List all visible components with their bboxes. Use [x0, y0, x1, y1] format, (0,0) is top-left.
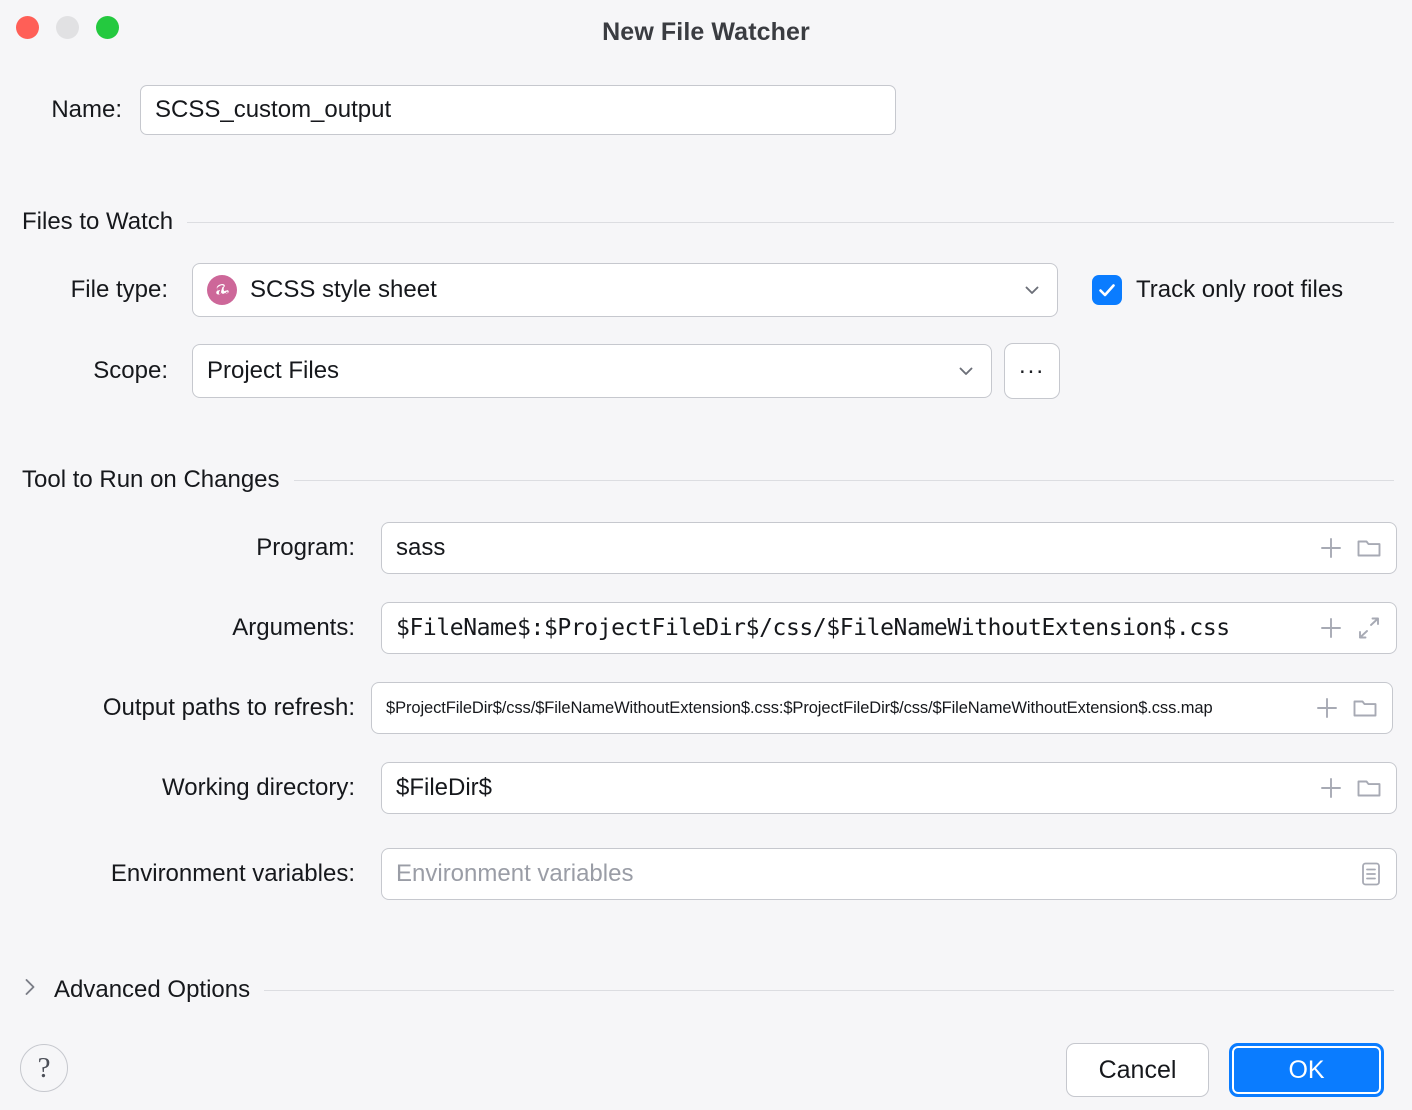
track-only-root-files-label: Track only root files [1136, 276, 1344, 303]
close-window-button[interactable] [16, 16, 39, 39]
program-row: Program: sass [0, 522, 1412, 574]
ok-button[interactable]: OK [1229, 1043, 1384, 1097]
minimize-window-button[interactable] [56, 16, 79, 39]
chevron-right-icon [22, 976, 38, 1002]
browse-folder-icon[interactable] [1352, 696, 1378, 720]
section-divider [187, 221, 1394, 223]
insert-macro-plus-icon[interactable] [1318, 775, 1344, 801]
environment-variables-row: Environment variables: Environment varia… [0, 848, 1412, 900]
name-input[interactable] [140, 85, 896, 135]
insert-macro-plus-icon[interactable] [1318, 615, 1344, 641]
files-to-watch-section-header: Files to Watch [22, 208, 1394, 236]
advanced-options-title: Advanced Options [54, 976, 251, 1003]
output-paths-value: $ProjectFileDir$/css/$FileNameWithoutExt… [386, 698, 1213, 717]
output-paths-row: Output paths to refresh: $ProjectFileDir… [0, 682, 1412, 734]
tool-to-run-title: Tool to Run on Changes [22, 466, 280, 493]
environment-variables-placeholder: Environment variables [396, 860, 634, 887]
section-divider [264, 989, 1394, 991]
arguments-label: Arguments: [232, 614, 355, 641]
program-label: Program: [256, 534, 355, 561]
scss-logo-icon [207, 275, 237, 305]
output-paths-label: Output paths to refresh: [102, 694, 355, 721]
browse-folder-icon[interactable] [1356, 776, 1382, 800]
files-to-watch-title: Files to Watch [22, 208, 174, 235]
scope-value: Project Files [207, 357, 340, 384]
program-value: sass [396, 534, 446, 561]
file-type-label: File type: [70, 276, 168, 303]
checkbox-checked-icon [1092, 275, 1122, 305]
window-controls [16, 16, 119, 39]
title-bar: New File Watcher [0, 0, 1412, 66]
working-directory-adornments [1318, 775, 1382, 801]
tool-to-run-section-header: Tool to Run on Changes [22, 466, 1394, 494]
output-paths-input[interactable]: $ProjectFileDir$/css/$FileNameWithoutExt… [371, 682, 1393, 734]
scope-browse-button[interactable]: ... [1004, 343, 1060, 399]
file-type-row: File type: SCSS style sheet Track only r… [0, 263, 1412, 317]
environment-variables-input[interactable]: Environment variables [381, 848, 1397, 900]
scope-dropdown[interactable]: Project Files [192, 344, 992, 398]
insert-macro-plus-icon[interactable] [1318, 535, 1344, 561]
arguments-value: $FileName$:$ProjectFileDir$/css/$FileNam… [396, 615, 1230, 641]
chevron-down-icon [957, 362, 975, 380]
cancel-button[interactable]: Cancel [1066, 1043, 1209, 1097]
program-adornments [1318, 535, 1382, 561]
insert-macro-plus-icon[interactable] [1314, 695, 1340, 721]
chevron-down-icon [1023, 281, 1041, 299]
expand-editor-icon[interactable] [1356, 615, 1382, 641]
arguments-input[interactable]: $FileName$:$ProjectFileDir$/css/$FileNam… [381, 602, 1397, 654]
program-input[interactable]: sass [381, 522, 1397, 574]
working-directory-input[interactable]: $FileDir$ [381, 762, 1397, 814]
advanced-options-section-header[interactable]: Advanced Options [22, 976, 1394, 1004]
dialog-buttons: Cancel OK [1066, 1043, 1384, 1097]
help-button[interactable]: ? [20, 1044, 68, 1092]
working-directory-value: $FileDir$ [396, 774, 493, 801]
working-directory-row: Working directory: $FileDir$ [0, 762, 1412, 814]
name-label: Name: [51, 96, 122, 123]
environment-variables-adornments [1360, 861, 1382, 887]
working-directory-label: Working directory: [162, 774, 355, 801]
name-row: Name: [0, 85, 1412, 135]
browse-folder-icon[interactable] [1356, 536, 1382, 560]
window-title: New File Watcher [602, 18, 810, 46]
file-type-value: SCSS style sheet [250, 276, 437, 303]
zoom-window-button[interactable] [96, 16, 119, 39]
output-paths-adornments [1314, 695, 1378, 721]
arguments-adornments [1318, 615, 1382, 641]
scope-label: Scope: [93, 357, 168, 384]
edit-variables-list-icon[interactable] [1360, 861, 1382, 887]
scope-row: Scope: Project Files ... [0, 343, 1412, 399]
track-only-root-files-checkbox[interactable]: Track only root files [1092, 275, 1343, 305]
section-divider [293, 479, 1394, 481]
file-type-dropdown[interactable]: SCSS style sheet [192, 263, 1058, 317]
arguments-row: Arguments: $FileName$:$ProjectFileDir$/c… [0, 602, 1412, 654]
environment-variables-label: Environment variables: [110, 860, 355, 887]
